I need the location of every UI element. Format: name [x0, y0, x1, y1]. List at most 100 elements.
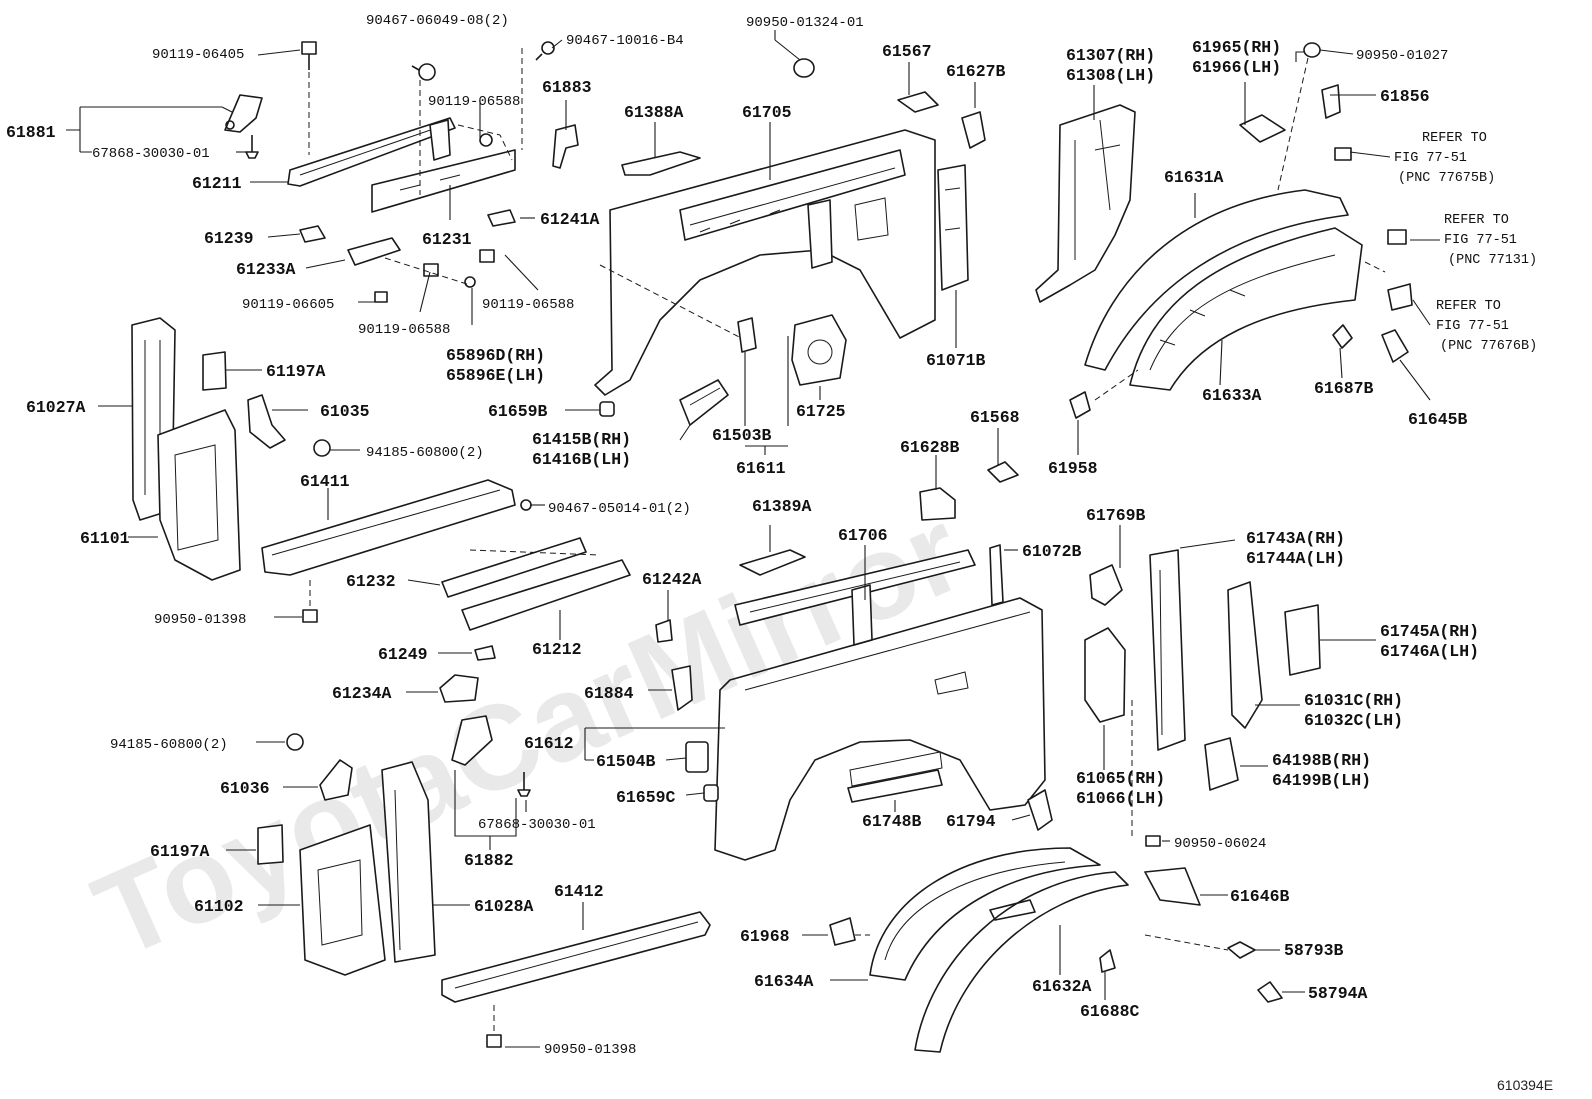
plug-90950-01398-a — [302, 580, 318, 623]
part-61568 — [987, 461, 1019, 483]
nut-94185-a — [313, 439, 331, 457]
bolt-90119-06588-a — [479, 133, 493, 147]
part-61627B — [961, 111, 986, 149]
part-61883-bracket — [552, 124, 579, 169]
label-90950-01398-a: 90950-01398 — [154, 612, 246, 628]
label-61412: 61412 — [554, 882, 604, 901]
label-61706: 61706 — [838, 526, 888, 545]
label-65896D: 65896D(RH) — [446, 346, 545, 365]
part-61634A-wheelhouse — [869, 847, 1101, 981]
label-61743A: 61743A(RH) — [1246, 529, 1345, 548]
label-61881: 61881 — [6, 123, 56, 142]
label-61612: 61612 — [524, 734, 574, 753]
label-61212: 61212 — [532, 640, 582, 659]
part-61504B — [685, 741, 709, 773]
label-61631A: 61631A — [1164, 168, 1224, 187]
label-61968: 61968 — [740, 927, 790, 946]
label-61028A: 61028A — [474, 897, 534, 916]
label-61725: 61725 — [796, 402, 846, 421]
part-61646B — [1144, 867, 1201, 906]
figure-id: 610394E — [1497, 1077, 1553, 1093]
label-90467-10016: 90467-10016-B4 — [566, 33, 684, 49]
part-61706-rail — [734, 549, 976, 646]
part-61659C — [703, 784, 719, 802]
clip-77675B — [1334, 147, 1352, 161]
label-fig-77-51-3: FIG 77-51 — [1436, 319, 1509, 334]
part-61881-bracket — [224, 94, 263, 133]
label-61746A: 61746A(LH) — [1380, 642, 1479, 661]
label-90119-06588-a: 90119-06588 — [428, 94, 520, 110]
label-61611: 61611 — [736, 459, 786, 478]
part-61249 — [474, 645, 496, 661]
label-61503B: 61503B — [712, 426, 772, 445]
plug-90950-01027 — [1277, 42, 1321, 191]
label-61883: 61883 — [542, 78, 592, 97]
label-61687B: 61687B — [1314, 379, 1374, 398]
label-61504B: 61504B — [596, 752, 656, 771]
part-61687B — [1332, 324, 1353, 349]
part-61769B — [1089, 564, 1123, 606]
label-61628B: 61628B — [900, 438, 960, 457]
part-61233A — [347, 237, 401, 266]
label-64199B: 64199B(LH) — [1272, 771, 1371, 790]
part-61794 — [1027, 789, 1053, 831]
part-61234A — [439, 674, 479, 703]
label-61102: 61102 — [194, 897, 244, 916]
part-61628B — [919, 487, 956, 521]
part-61197A-top — [202, 351, 227, 391]
part-61065-panel — [1084, 627, 1126, 723]
label-61965: 61965(RH) — [1192, 38, 1281, 57]
label-refer-to-3: REFER TO — [1436, 299, 1501, 314]
label-90119-06405: 90119-06405 — [152, 47, 244, 63]
label-61748B: 61748B — [862, 812, 922, 831]
part-61388A — [621, 151, 701, 176]
label-64198B: 64198B(RH) — [1272, 751, 1371, 770]
part-61631A-wheelhouse — [1084, 189, 1363, 391]
part-61035 — [247, 394, 286, 449]
label-61233A: 61233A — [236, 260, 296, 279]
label-90119-06588-b: 90119-06588 — [358, 322, 450, 338]
clip-67868-top — [245, 135, 259, 159]
part-61241A — [487, 209, 516, 227]
label-61234A: 61234A — [332, 684, 392, 703]
label-pnc-77131: (PNC 77131) — [1448, 253, 1537, 268]
label-61645B: 61645B — [1408, 410, 1468, 429]
part-61884 — [671, 665, 693, 711]
label-61705: 61705 — [742, 103, 792, 122]
label-61239: 61239 — [204, 229, 254, 248]
label-pnc-77676b: (PNC 77676B) — [1440, 339, 1537, 354]
label-90119-06588-c: 90119-06588 — [482, 297, 574, 313]
plug-90950-01324 — [793, 58, 815, 78]
clip-77131 — [1387, 229, 1407, 245]
part-labels: 61881 90119-06405 90467-06049-08(2) 9046… — [6, 13, 1553, 1093]
part-61611-inner-panel — [594, 129, 936, 396]
plug-65896 — [464, 276, 476, 288]
label-61633A: 61633A — [1202, 386, 1262, 405]
label-61072B: 61072B — [1022, 542, 1082, 561]
label-61032C: 61032C(LH) — [1304, 711, 1403, 730]
label-58793B: 58793B — [1284, 941, 1344, 960]
part-61197A-bottom — [257, 824, 284, 865]
part-61102-panel — [299, 824, 386, 976]
label-61101: 61101 — [80, 529, 130, 548]
part-61632A-arch — [914, 871, 1129, 1053]
label-61958: 61958 — [1048, 459, 1098, 478]
part-61612-outer-panel — [714, 597, 1046, 861]
part-61958 — [1069, 391, 1091, 419]
label-61027A: 61027A — [26, 398, 86, 417]
label-67868-30030-bottom: 67868-30030-01 — [478, 817, 596, 833]
label-90467-06049: 90467-06049-08(2) — [366, 13, 509, 29]
label-refer-to-1: REFER TO — [1422, 131, 1487, 146]
label-61646B: 61646B — [1230, 887, 1290, 906]
label-61744A: 61744A(LH) — [1246, 549, 1345, 568]
label-61416B: 61416B(LH) — [532, 450, 631, 469]
label-61659C: 61659C — [616, 788, 676, 807]
label-61769B: 61769B — [1086, 506, 1146, 525]
label-61634A: 61634A — [754, 972, 814, 991]
part-61101-panel — [157, 409, 241, 581]
bolt-90119-06588-c — [479, 249, 495, 263]
label-67868-30030-top: 67868-30030-01 — [92, 146, 210, 162]
bolt-90119-06405 — [301, 41, 317, 155]
label-61567: 61567 — [882, 42, 932, 61]
